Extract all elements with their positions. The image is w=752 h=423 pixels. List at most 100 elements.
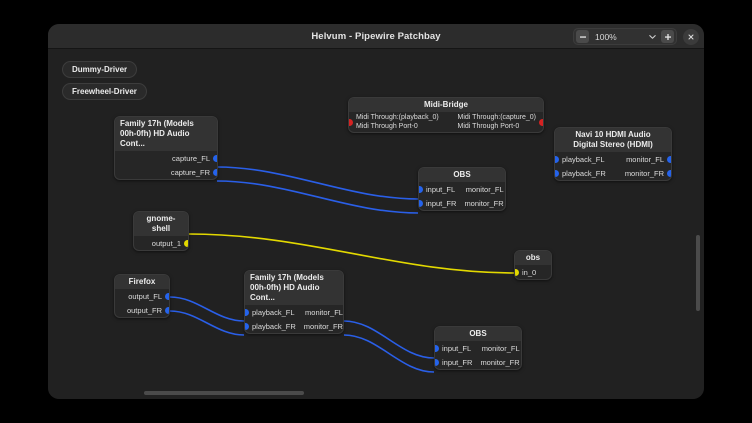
titlebar[interactable]: Helvum - Pipewire Patchbay 100% — [48, 24, 704, 49]
port-dot-audio[interactable] — [245, 308, 249, 316]
port-monitor-fr[interactable]: monitor_FR — [621, 166, 671, 180]
helvum-window: Helvum - Pipewire Patchbay 100% — [48, 24, 704, 399]
port-dot-audio[interactable] — [555, 155, 559, 163]
node-title-label: Dummy-Driver — [72, 65, 128, 74]
port-dot-video[interactable] — [515, 268, 519, 276]
port-label: monitor_FL — [626, 154, 664, 164]
port-playback-fl[interactable]: playback_FL — [245, 305, 300, 319]
port-monitor-fr[interactable]: monitor_FR — [300, 319, 343, 333]
node-family17h-playback[interactable]: Family 17h (Models 00h-0fh) HD Audio Con… — [244, 270, 344, 334]
node-title-label: Midi-Bridge — [349, 98, 543, 112]
port-dot-video[interactable] — [184, 239, 188, 247]
port-monitor-fl[interactable]: monitor_FL — [622, 152, 671, 166]
port-dot-audio[interactable] — [213, 168, 217, 176]
port-dot-audio[interactable] — [435, 358, 439, 366]
port-playback-fr[interactable]: playback_FR — [555, 166, 610, 180]
port-output-fl[interactable]: output_FL — [124, 289, 169, 303]
node-freewheel-driver[interactable]: Freewheel-Driver — [62, 83, 147, 100]
port-capture-fr[interactable]: capture_FR — [167, 165, 217, 179]
port-input-fl[interactable]: input_FL — [419, 182, 460, 196]
node-title-label: Family 17h (Models 00h-0fh) HD Audio Con… — [115, 117, 217, 151]
port-input-fr[interactable]: input_FR — [435, 355, 476, 369]
port-dot-audio[interactable] — [419, 185, 423, 193]
node-family17h-capture[interactable]: Family 17h (Models 00h-0fh) HD Audio Con… — [114, 116, 218, 180]
minus-icon — [579, 35, 586, 38]
node-obs-video[interactable]: obs in_0 — [514, 250, 552, 280]
node-ports: output_FL output_FR — [115, 289, 169, 317]
input-port-column: playback_FL playback_FR — [555, 152, 610, 180]
port-monitor-fl[interactable]: monitor_FL — [301, 305, 343, 319]
close-icon — [688, 33, 694, 40]
zoom-control-group: 100% — [573, 28, 677, 45]
link-capture-fr — [216, 180, 419, 214]
node-ports: input_FL input_FR monitor_FL — [435, 341, 521, 369]
port-dot-audio[interactable] — [213, 154, 217, 162]
port-input-fr[interactable]: input_FR — [419, 196, 460, 210]
port-dot-audio[interactable] — [165, 306, 169, 314]
node-navi10-hdmi[interactable]: Navi 10 HDMI Audio Digital Stereo (HDMI)… — [554, 127, 672, 181]
output-port-column: output_FL output_FR — [115, 289, 169, 317]
link-video — [188, 233, 515, 274]
node-dummy-driver[interactable]: Dummy-Driver — [62, 61, 138, 78]
port-in-0[interactable]: in_0 — [515, 265, 551, 279]
port-monitor-fr[interactable]: monitor_FR — [476, 355, 521, 369]
port-dot-audio[interactable] — [419, 199, 423, 207]
patchbay-canvas[interactable]: Dummy-Driver Freewheel-Driver Family 17h… — [48, 49, 704, 399]
port-capture-fl[interactable]: capture_FL — [168, 151, 217, 165]
node-title-label: obs — [515, 251, 551, 265]
port-label: output_FR — [126, 305, 162, 315]
link-layer — [169, 166, 515, 373]
port-monitor-fl[interactable]: monitor_FL — [478, 341, 521, 355]
node-title-label: Navi 10 HDMI Audio Digital Stereo (HDMI) — [555, 128, 671, 152]
port-midi-playback[interactable]: Midi Through:(playback_0) Midi Through P… — [349, 112, 446, 132]
port-label: input_FR — [442, 357, 473, 367]
port-dot-audio[interactable] — [555, 169, 559, 177]
link-mon-fl — [343, 320, 435, 359]
node-ports: output_1 — [134, 236, 188, 250]
port-dot-audio[interactable] — [165, 292, 169, 300]
port-label: Midi Through:(capture_0) Midi Through Po… — [457, 114, 536, 130]
zoom-in-button[interactable] — [661, 30, 674, 43]
chevron-down-icon — [648, 35, 656, 39]
port-dot-audio[interactable] — [667, 169, 671, 177]
port-dot-audio[interactable] — [667, 155, 671, 163]
port-input-fl[interactable]: input_FL — [435, 341, 476, 355]
titlebar-controls: 100% — [573, 24, 699, 49]
zoom-out-button[interactable] — [576, 30, 589, 43]
port-playback-fl[interactable]: playback_FL — [555, 152, 610, 166]
node-midi-bridge[interactable]: Midi-Bridge Midi Through:(playback_0) Mi… — [348, 97, 544, 133]
input-port-column: input_FL input_FR — [435, 341, 476, 369]
port-dot-audio[interactable] — [245, 322, 249, 330]
node-title-label: Freewheel-Driver — [72, 87, 137, 96]
port-output-1[interactable]: output_1 — [148, 236, 188, 250]
port-label: playback_FL — [252, 307, 295, 317]
output-port-column: monitor_FL monitor_FR — [460, 182, 505, 210]
port-midi-capture[interactable]: Midi Through:(capture_0) Midi Through Po… — [454, 112, 543, 132]
port-monitor-fl[interactable]: monitor_FL — [462, 182, 505, 196]
close-button[interactable] — [683, 28, 699, 45]
zoom-level-value[interactable]: 100% — [595, 31, 617, 42]
node-firefox[interactable]: Firefox output_FL output_FR — [114, 274, 170, 318]
link-mon-fr — [343, 334, 435, 373]
zoom-dropdown-button[interactable] — [645, 30, 659, 44]
node-obs-bottom[interactable]: OBS input_FL input_FR — [434, 326, 522, 370]
port-dot-midi[interactable] — [539, 118, 543, 126]
port-playback-fr[interactable]: playback_FR — [245, 319, 300, 333]
port-label: monitor_FL — [481, 343, 520, 353]
output-port-column: Midi Through:(capture_0) Midi Through Po… — [446, 112, 543, 132]
output-port-column: capture_FL capture_FR — [115, 151, 217, 179]
port-output-fr[interactable]: output_FR — [123, 303, 169, 317]
output-port-column: monitor_FL monitor_FR — [610, 152, 671, 180]
port-monitor-fr[interactable]: monitor_FR — [460, 196, 505, 210]
vertical-scrollbar[interactable] — [696, 235, 700, 311]
output-port-column: monitor_FL monitor_FR — [476, 341, 521, 369]
port-dot-audio[interactable] — [435, 344, 439, 352]
node-obs-top[interactable]: OBS input_FL input_FR — [418, 167, 506, 211]
port-label: monitor_FR — [464, 198, 504, 208]
node-gnome-shell[interactable]: gnome-shell output_1 — [133, 211, 189, 251]
link-ff-fr — [169, 310, 245, 336]
input-port-column: playback_FL playback_FR — [245, 305, 300, 333]
horizontal-scrollbar[interactable] — [144, 391, 304, 395]
port-dot-midi[interactable] — [349, 118, 353, 126]
port-label: playback_FR — [562, 168, 606, 178]
